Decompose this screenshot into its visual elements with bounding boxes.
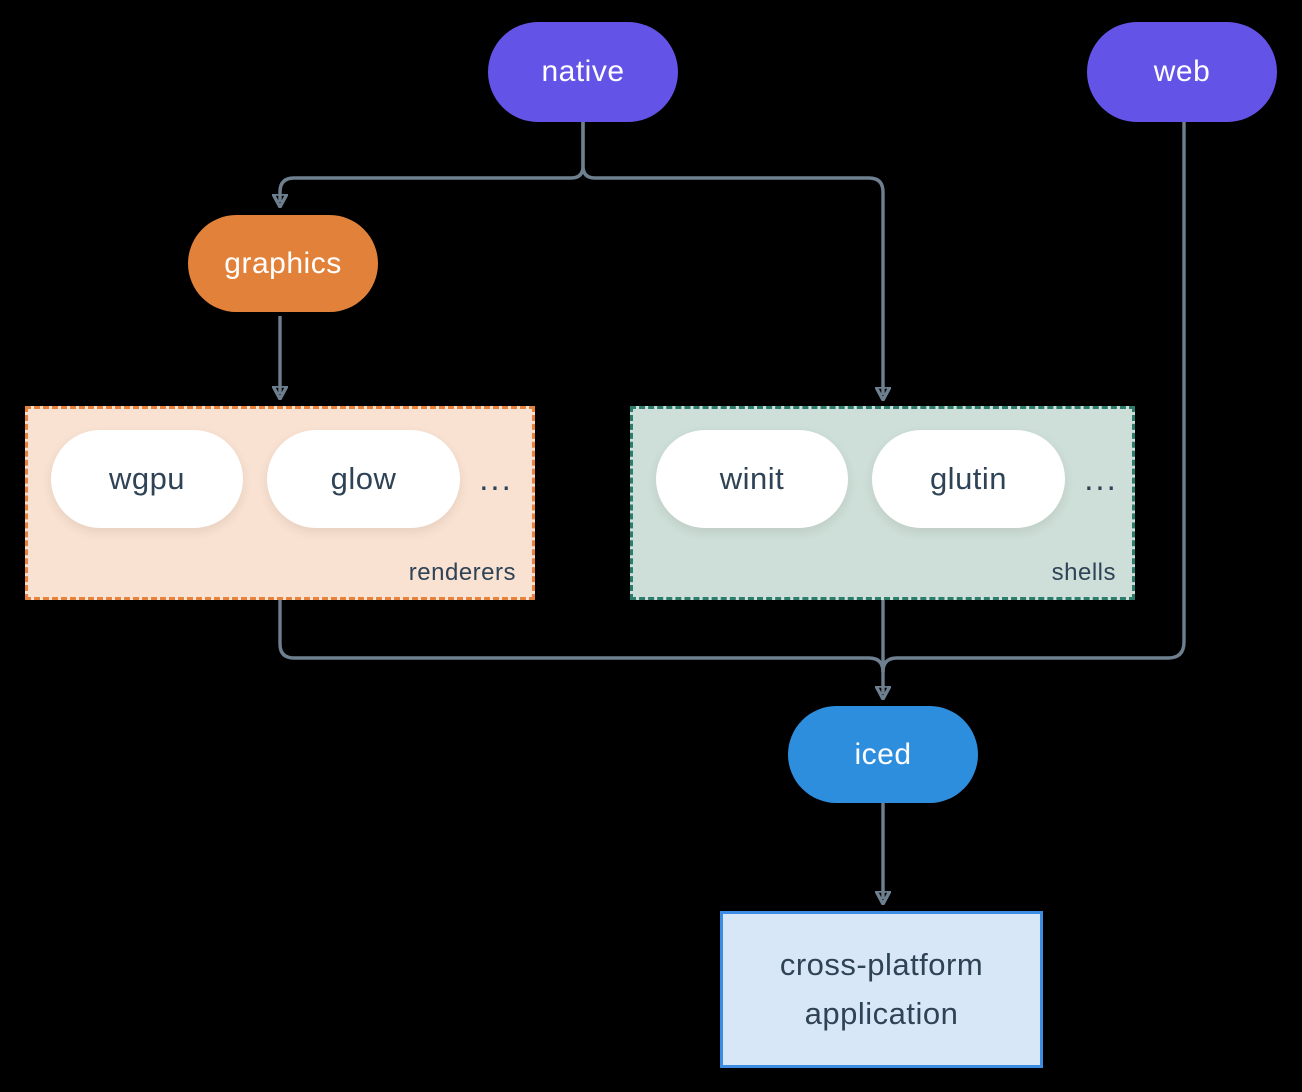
node-glutin: glutin [872, 430, 1065, 528]
node-winit-label: winit [719, 461, 785, 496]
node-glow-label: glow [330, 461, 397, 496]
node-application: cross-platform application [720, 911, 1043, 1068]
node-application-label: cross-platform application [779, 947, 984, 1031]
group-label-renderers: renderers [408, 559, 516, 586]
node-iced-label: iced [854, 737, 912, 771]
group-renderers: wgpu glow ... renderers [25, 406, 535, 600]
node-glow: glow [267, 430, 460, 528]
node-graphics: graphics [188, 215, 378, 312]
node-web-label: web [1153, 55, 1211, 88]
group-shells: winit glutin ... shells [630, 406, 1135, 600]
node-native-label: native [541, 55, 625, 88]
node-iced: iced [788, 706, 978, 803]
edge-native-to-graphics [280, 122, 585, 202]
node-winit: winit [656, 430, 848, 528]
node-web: web [1087, 22, 1277, 122]
node-graphics-label: graphics [224, 246, 342, 280]
node-wgpu-label: wgpu [108, 461, 186, 496]
node-wgpu: wgpu [51, 430, 243, 528]
shells-ellipsis: ... [1084, 460, 1118, 497]
renderers-ellipsis: ... [479, 460, 513, 497]
edge-renderers-to-junction [278, 600, 885, 673]
node-native: native [488, 22, 678, 122]
node-glutin-label: glutin [929, 461, 1008, 496]
group-label-shells: shells [1051, 559, 1116, 586]
edge-native-to-shells [581, 122, 883, 395]
